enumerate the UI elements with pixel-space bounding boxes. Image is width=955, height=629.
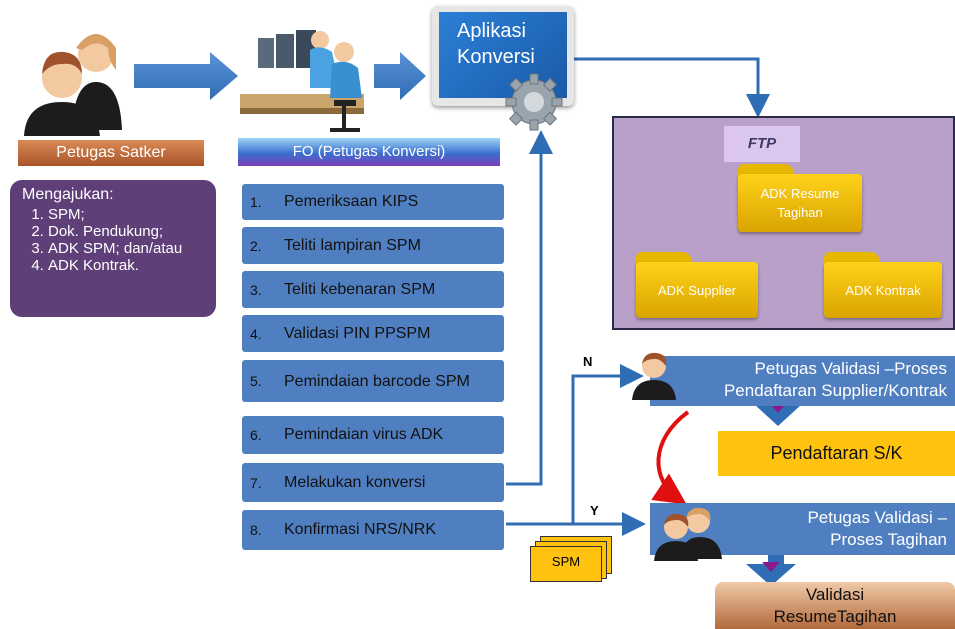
request-title: Mengajukan: (22, 186, 114, 203)
registration-label: Pendaftaran S/K (770, 443, 903, 463)
down-arrow-1-inner (770, 404, 786, 413)
branch-no-label: N (583, 354, 593, 369)
step-7: 7. Melakukan konversi (242, 463, 504, 502)
step-number: 1. (250, 194, 262, 210)
step-8: 8. Konfirmasi NRS/NRK (242, 510, 504, 550)
step-number: 5. (250, 372, 262, 389)
step-label: Konfirmasi NRS/NRK (284, 521, 437, 538)
branch-yes-label: Y (590, 503, 599, 518)
step-6: 6. Pemindaian virus ADK (242, 416, 504, 454)
folder-label: ADK Resume Tagihan (738, 174, 862, 232)
request-item: ADK Kontrak. (48, 257, 208, 274)
arrow-fo-to-app (374, 52, 426, 100)
spm-document-label: SPM (551, 554, 581, 569)
ftp-logo-text: FTP (747, 135, 777, 152)
step-number: 4. (250, 325, 262, 342)
request-items: SPM; Dok. Pendukung; ADK SPM; dan/atau A… (18, 206, 208, 274)
validation-tagihan-line2: Proses Tagihan (830, 530, 947, 549)
result-line1: Validasi (805, 585, 865, 604)
step-5: 5. Pemindaian barcode SPM (242, 360, 504, 402)
app-title-line2: Konversi (457, 46, 535, 68)
step-number: 6. (250, 427, 262, 443)
arrow-registration-back (651, 410, 690, 505)
step-number: 8. (250, 522, 262, 538)
satker-people-icon (24, 34, 122, 136)
step-label: Validasi PIN PPSPM (284, 324, 431, 342)
validation-tagihan-line1: Petugas Validasi – (807, 508, 947, 527)
request-item: ADK SPM; dan/atau (48, 240, 208, 257)
validation-supplier-box: Petugas Validasi –Proses Pendaftaran Sup… (650, 356, 955, 406)
step-label: Pemindaian barcode SPM (284, 372, 470, 390)
satker-request-list: Mengajukan: SPM; Dok. Pendukung; ADK SPM… (10, 180, 216, 317)
app-title-line1: Aplikasi (457, 20, 526, 42)
operators-illustration (240, 30, 364, 132)
step-label: Teliti kebenaran SPM (284, 280, 436, 298)
down-arrow-2-inner (762, 562, 780, 572)
fo-label: FO (Petugas Konversi) (238, 138, 500, 166)
gear-icon (505, 73, 563, 131)
request-item: Dok. Pendukung; (48, 223, 208, 240)
step-label: Teliti lampiran SPM (284, 236, 421, 254)
fo-label-text: FO (Petugas Konversi) (292, 143, 446, 160)
arrow-satker-to-fo (134, 52, 238, 100)
validation-supplier-line2: Pendaftaran Supplier/Kontrak (723, 381, 947, 400)
request-item: SPM; (48, 206, 208, 223)
arrow-convert-to-app (506, 130, 553, 486)
ftp-logo: FTP (724, 126, 800, 162)
folder-label: ADK Kontrak (824, 262, 942, 318)
folder-kontrak: ADK Kontrak (824, 252, 942, 318)
arrow-to-supplier (571, 364, 644, 524)
registration-box: Pendaftaran S/K (718, 431, 955, 476)
result-line2: ResumeTagihan (773, 607, 897, 626)
validation-supplier-line1: Petugas Validasi –Proses (754, 359, 947, 378)
step-4: 4. Validasi PIN PPSPM (242, 315, 504, 352)
step-1: 1. Pemeriksaan KIPS (242, 184, 504, 220)
spm-document: SPM (530, 546, 602, 582)
folder-label: ADK Supplier (636, 262, 758, 318)
step-number: 2. (250, 237, 262, 254)
step-label: Pemindaian virus ADK (284, 426, 444, 443)
satker-label-text: Petugas Satker (56, 144, 166, 161)
validator-group-icon (654, 507, 722, 561)
step-number: 7. (250, 474, 262, 491)
step-2: 2. Teliti lampiran SPM (242, 227, 504, 264)
step-3: 3. Teliti kebenaran SPM (242, 271, 504, 308)
arrow-app-to-ftp (574, 57, 770, 118)
step-label: Melakukan konversi (284, 473, 426, 491)
validator-person-icon (632, 352, 676, 400)
satker-label: Petugas Satker (18, 140, 204, 166)
result-box: Validasi ResumeTagihan (715, 582, 955, 629)
folder-supplier: ADK Supplier (636, 252, 758, 318)
step-label: Pemeriksaan KIPS (284, 193, 419, 210)
step-number: 3. (250, 281, 262, 298)
folder-resume-tagihan: ADK Resume Tagihan (738, 164, 862, 232)
